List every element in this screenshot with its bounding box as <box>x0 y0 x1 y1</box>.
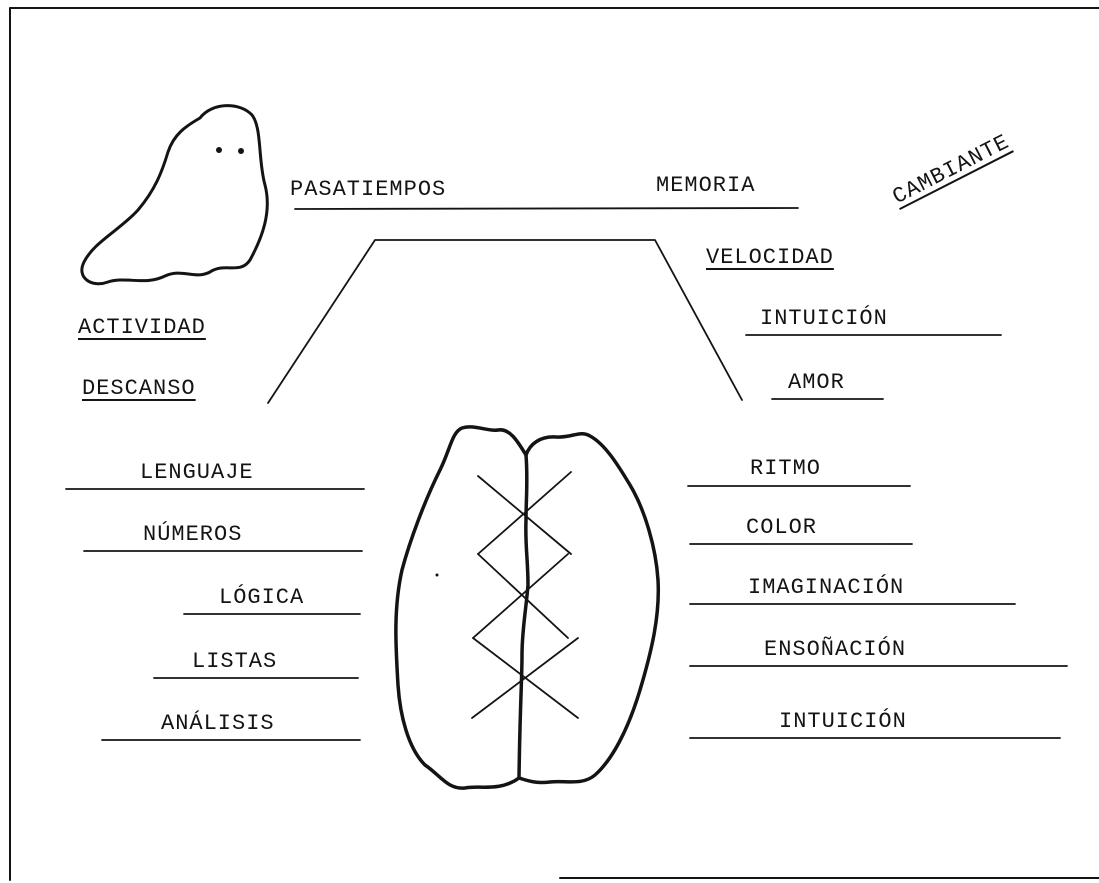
top-header-line <box>295 208 798 209</box>
label-descanso: DESCANSO <box>82 377 196 401</box>
label-velocidad: VELOCIDAD <box>706 246 834 270</box>
right-label-imaginacion: IMAGINACIÓN <box>748 576 904 600</box>
right-label-ensonacion: ENSOÑACIÓN <box>764 638 906 662</box>
right-label-color: COLOR <box>746 516 817 540</box>
label-memoria: MEMORIA <box>656 174 755 198</box>
brain-fissure <box>519 455 528 778</box>
trapezoid-connector <box>268 240 742 403</box>
left-label-analisis: ANÁLISIS <box>161 712 275 736</box>
ghost-drawing <box>82 106 267 284</box>
label-actividad: ACTIVIDAD <box>78 316 206 340</box>
label-pasatiempos: PASATIEMPOS <box>290 178 446 202</box>
ghost-left-eye <box>216 147 222 153</box>
left-label-lenguaje: LENGUAJE <box>140 461 254 485</box>
stray-dot <box>436 574 439 577</box>
right-label-intuicion: INTUICIÓN <box>779 710 907 734</box>
right-label-ritmo: RITMO <box>750 457 821 481</box>
label-amor: AMOR <box>788 371 845 395</box>
left-label-numeros: NÚMEROS <box>143 523 242 547</box>
left-label-listas: LISTAS <box>192 650 277 674</box>
label-intuicion-top: INTUICIÓN <box>760 307 888 331</box>
left-label-logica: LÓGICA <box>219 586 304 610</box>
ghost-right-eye <box>238 148 244 154</box>
